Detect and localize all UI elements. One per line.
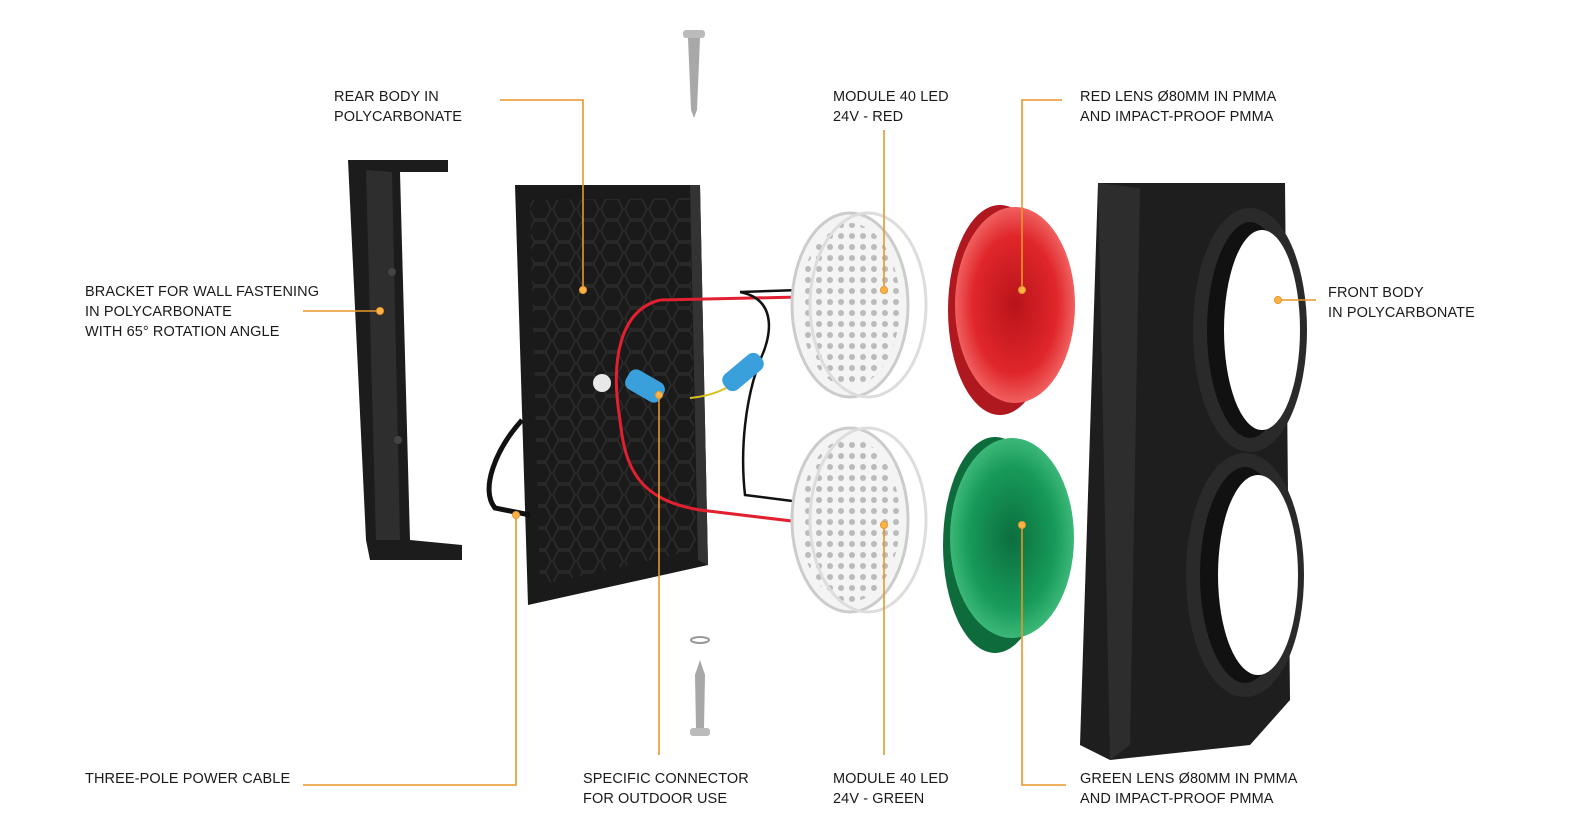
led-module-green	[790, 426, 928, 614]
rear-body	[515, 185, 708, 605]
leader-dots	[376, 286, 1282, 529]
led-module-red	[790, 211, 928, 399]
green-lens	[943, 437, 1074, 653]
leader-rear-body	[500, 99, 584, 290]
leader-lines	[303, 99, 1316, 786]
wall-bracket	[348, 160, 462, 560]
front-body	[1080, 183, 1307, 760]
label-power-cable: THREE-POLE POWER CABLE	[85, 771, 291, 787]
leader-green-lens	[1021, 525, 1066, 786]
screw-top	[683, 30, 705, 118]
screw-bottom	[690, 636, 710, 736]
red-lens	[948, 205, 1075, 415]
leader-power-cable	[303, 515, 517, 786]
leader-red-lens	[1021, 99, 1062, 290]
wiring	[486, 288, 801, 524]
